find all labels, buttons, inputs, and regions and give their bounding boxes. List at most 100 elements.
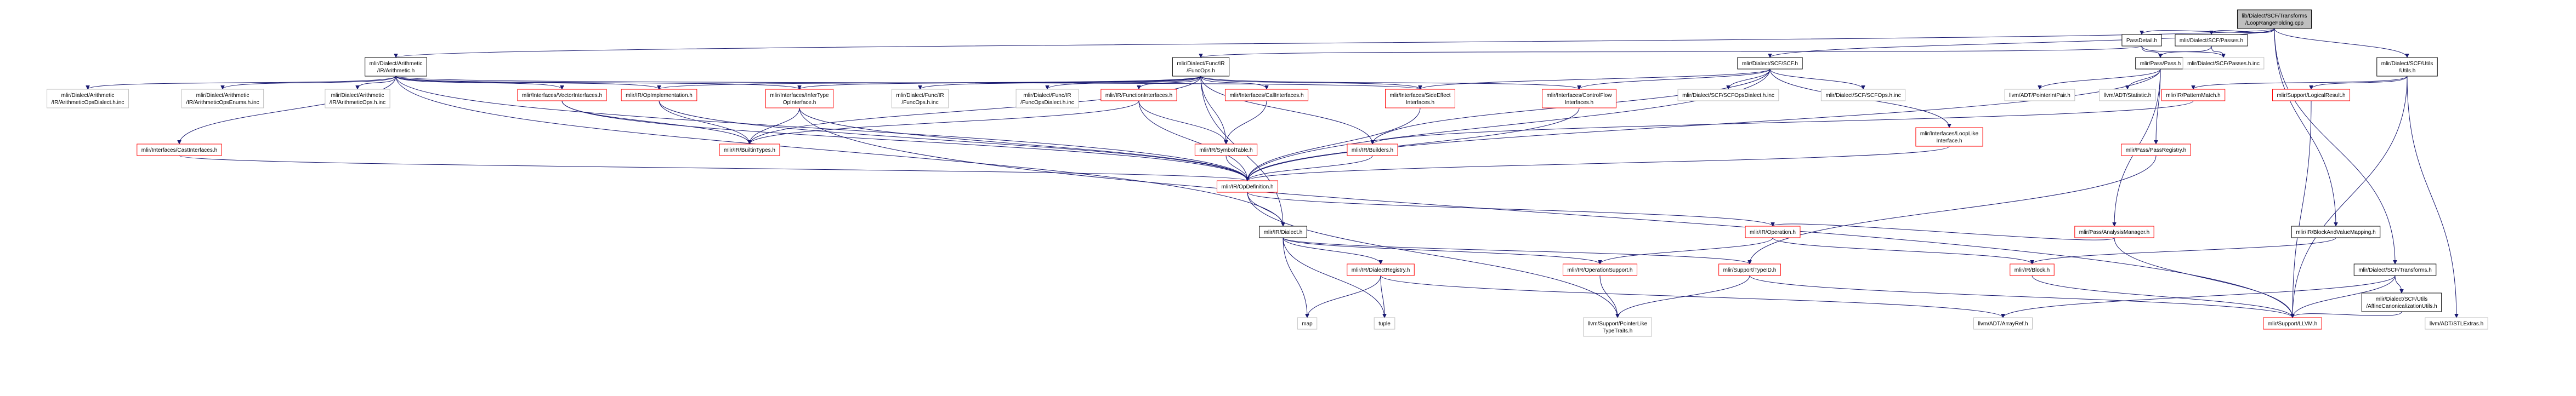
node-box xyxy=(1737,57,1803,70)
edge-root-to-passdetail xyxy=(2142,28,2275,35)
node-box xyxy=(1224,89,1309,101)
edge-dialectregistry-to-tuple xyxy=(1380,275,1385,318)
graph-node-scftransforms[interactable]: mlir/Dialect/SCF/Transforms.h xyxy=(2353,263,2437,276)
edge-dialect-to-opsupport xyxy=(1283,237,1600,265)
graph-node-scfh[interactable]: mlir/Dialect/SCF/SCF.h xyxy=(1737,57,1803,70)
node-label: mlir/Dialect/SCF/Utils xyxy=(2376,296,2427,302)
graph-node-opimpl[interactable]: mlir/IR/OpImplementation.h xyxy=(621,89,697,101)
graph-node-funcopsinc: mlir/Dialect/Func/IR/FuncOps.h.inc xyxy=(891,89,949,108)
graph-node-vectorinterfaces[interactable]: mlir/Interfaces/VectorInterfaces.h xyxy=(517,89,607,101)
edge-affinecanon-to-llvmh xyxy=(2293,311,2402,318)
node-box xyxy=(47,89,129,108)
edge-scfh-to-controlflow xyxy=(1579,68,1771,90)
graph-node-statistic: llvm/ADT/Statistic.h xyxy=(2099,89,2156,101)
graph-node-opdefinition[interactable]: mlir/IR/OpDefinition.h xyxy=(1216,180,1279,193)
node-label: /LoopRangeFolding.cpp xyxy=(2245,20,2304,26)
node-box xyxy=(2425,317,2488,330)
graph-node-scfutils[interactable]: mlir/Dialect/SCF/Utils/Utils.h xyxy=(2376,57,2438,77)
node-label: mlir/IR/OpDefinition.h xyxy=(1221,184,1273,190)
edge-passdetail-to-funcops xyxy=(1201,45,2142,58)
node-box xyxy=(1194,144,1258,156)
node-label: mlir/Pass/Pass.h xyxy=(2140,61,2181,67)
edge-controlflow-to-opdefinition xyxy=(1247,107,1580,181)
graph-node-dialectregistry[interactable]: mlir/IR/DialectRegistry.h xyxy=(1347,263,1415,276)
node-label: mlir/Dialect/Func/IR xyxy=(1023,93,1071,99)
edge-scfutils-to-logicalresult xyxy=(2311,76,2408,90)
node-label: /Utils.h xyxy=(2399,68,2416,74)
edge-opimpl-to-opdefinition xyxy=(659,100,1247,181)
graph-node-typeid[interactable]: mlir/Support/TypeID.h xyxy=(1718,263,1781,276)
node-label: mlir/Dialect/Func/IR xyxy=(896,93,944,99)
edge-scfpasses-to-scfpassesinc xyxy=(2211,45,2223,58)
node-label: mlir/IR/OperationSupport.h xyxy=(1568,267,1633,273)
node-label: mlir/Dialect/Arithmetic xyxy=(196,93,249,99)
edge-scfpasses-to-passpass xyxy=(2160,45,2212,58)
node-label: llvm/ADT/ArrayRef.h xyxy=(1978,321,2028,327)
edge-dialectregistry-to-arrayref xyxy=(1380,275,2003,318)
graph-node-operation[interactable]: mlir/IR/Operation.h xyxy=(1745,226,1801,238)
edge-root-to-blockandvalue xyxy=(2274,28,2336,226)
edge-opdefinition-to-pointerlike xyxy=(1247,192,1618,318)
graph-node-arith[interactable]: mlir/Dialect/Arithmetic/IR/Arithmetic.h xyxy=(365,57,427,77)
edge-dialect-to-tuple xyxy=(1283,237,1385,318)
edge-passpass-to-pointerintpair xyxy=(2040,68,2161,90)
graph-node-stlextras: llvm/ADT/STLExtras.h xyxy=(2425,317,2488,330)
graph-node-block[interactable]: mlir/IR/Block.h xyxy=(2010,263,2055,276)
node-label: mlir/IR/BlockAndValueMapping.h xyxy=(2296,229,2375,236)
node-label: mlir/Dialect/Arithmetic xyxy=(331,93,384,99)
edge-funcinterfaces-to-opdefinition xyxy=(1138,100,1247,181)
edge-scfutils-to-patternmatch xyxy=(2193,76,2408,90)
edge-scfh-to-sideeffect xyxy=(1420,68,1771,90)
node-label: PassDetail.h xyxy=(2126,38,2157,44)
edge-arith-to-opimpl xyxy=(395,76,659,90)
graph-node-builtintypes[interactable]: mlir/IR/BuiltinTypes.h xyxy=(719,144,780,156)
edge-blockandvalue-to-block xyxy=(2032,237,2336,265)
node-label: llvm/ADT/STLExtras.h xyxy=(2430,321,2483,327)
graph-node-callinterfaces[interactable]: mlir/Interfaces/CallInterfaces.h xyxy=(1224,89,1309,101)
node-box xyxy=(765,89,834,108)
edge-dialect-to-dialectregistry xyxy=(1283,237,1381,265)
edge-passpass-to-statistic xyxy=(2127,68,2161,90)
edge-infertype-to-opdefinition xyxy=(799,107,1247,181)
edge-funcops-to-builtintypes xyxy=(750,76,1201,144)
edge-passregistry-to-typeid xyxy=(1750,155,2157,264)
node-label: mlir/Dialect/Arithmetic xyxy=(370,61,423,67)
graph-node-dialect[interactable]: mlir/IR/Dialect.h xyxy=(1259,226,1307,238)
edge-opdefinition-to-operation xyxy=(1247,192,1773,227)
graph-node-builders[interactable]: mlir/IR/Builders.h xyxy=(1347,144,1398,156)
graph-node-llvmh[interactable]: mlir/Support/LLVM.h xyxy=(2263,317,2322,330)
graph-node-patternmatch[interactable]: mlir/IR/PatternMatch.h xyxy=(2161,89,2226,101)
edge-funcops-to-symboltable xyxy=(1200,76,1226,144)
graph-node-passregistry[interactable]: mlir/Pass/PassRegistry.h xyxy=(2121,144,2191,156)
node-box xyxy=(621,89,697,101)
graph-node-castinterfaces[interactable]: mlir/Interfaces/CastInterfaces.h xyxy=(137,144,222,156)
node-box xyxy=(325,89,390,108)
node-box xyxy=(2182,57,2265,70)
edge-arith-to-arithopsinc xyxy=(358,76,396,90)
node-box xyxy=(2237,9,2312,29)
graph-node-passdetail[interactable]: PassDetail.h xyxy=(2121,34,2162,47)
node-box xyxy=(2291,226,2381,238)
edge-funcops-to-funcopsinc xyxy=(920,76,1201,90)
edge-castinterfaces-to-opdefinition xyxy=(179,155,1247,181)
graph-node-opsupport[interactable]: mlir/IR/OperationSupport.h xyxy=(1563,263,1637,276)
graph-node-affinecanon[interactable]: mlir/Dialect/SCF/Utils/AffineCanonicaliz… xyxy=(2361,292,2442,312)
graph-node-blockandvalue[interactable]: mlir/IR/BlockAndValueMapping.h xyxy=(2291,226,2381,238)
graph-node-funcinterfaces[interactable]: mlir/IR/FunctionInterfaces.h xyxy=(1100,89,1177,101)
graph-node-funcops[interactable]: mlir/Dialect/Func/IR/FuncOps.h xyxy=(1172,57,1230,77)
node-box xyxy=(891,89,949,108)
graph-node-symboltable[interactable]: mlir/IR/SymbolTable.h xyxy=(1194,144,1258,156)
graph-node-analysismanager[interactable]: mlir/Pass/AnalysisManager.h xyxy=(2074,226,2154,238)
node-box xyxy=(1718,263,1781,276)
node-box xyxy=(181,89,264,108)
node-box xyxy=(2004,89,2075,101)
node-box xyxy=(1374,317,1395,330)
graph-node-passpass[interactable]: mlir/Pass/Pass.h xyxy=(2135,57,2186,70)
node-label: Interface.h xyxy=(1936,138,1962,144)
graph-node-logicalresult[interactable]: mlir/Support/LogicalResult.h xyxy=(2272,89,2351,101)
graph-node-scfpasses[interactable]: mlir/Dialect/SCF/Passes.h xyxy=(2175,34,2248,47)
